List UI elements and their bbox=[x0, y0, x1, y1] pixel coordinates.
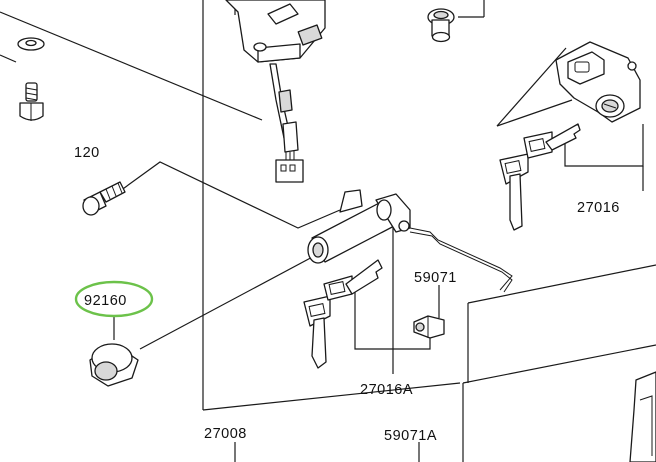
highlight-ring bbox=[74, 280, 154, 318]
part-label-59071A[interactable]: 59071A bbox=[384, 428, 437, 444]
part-label-27016[interactable]: 27016 bbox=[577, 200, 620, 216]
collar-part-92160 bbox=[89, 343, 139, 387]
part-label-92160[interactable]: 92160 bbox=[84, 293, 127, 309]
lock-cylinder-part-top bbox=[555, 41, 641, 123]
part-label-59071[interactable]: 59071 bbox=[414, 270, 457, 286]
part-label-27016A[interactable]: 27016A bbox=[360, 382, 413, 398]
cap-plug-part bbox=[427, 8, 455, 43]
part-label-120[interactable]: 120 bbox=[74, 145, 100, 161]
clip-part-59071 bbox=[413, 315, 445, 339]
key-pair-part-center bbox=[303, 259, 383, 369]
part-label-27008[interactable]: 27008 bbox=[204, 426, 247, 442]
key-pair-part-top bbox=[499, 123, 581, 231]
bolt-part-left bbox=[19, 82, 44, 121]
seat-lock-assembly-part bbox=[307, 189, 513, 293]
bracket-part-bottom-right bbox=[629, 371, 656, 462]
ignition-switch-part bbox=[225, 0, 326, 183]
bolt-part-120 bbox=[82, 181, 126, 216]
washer-part bbox=[17, 37, 45, 51]
